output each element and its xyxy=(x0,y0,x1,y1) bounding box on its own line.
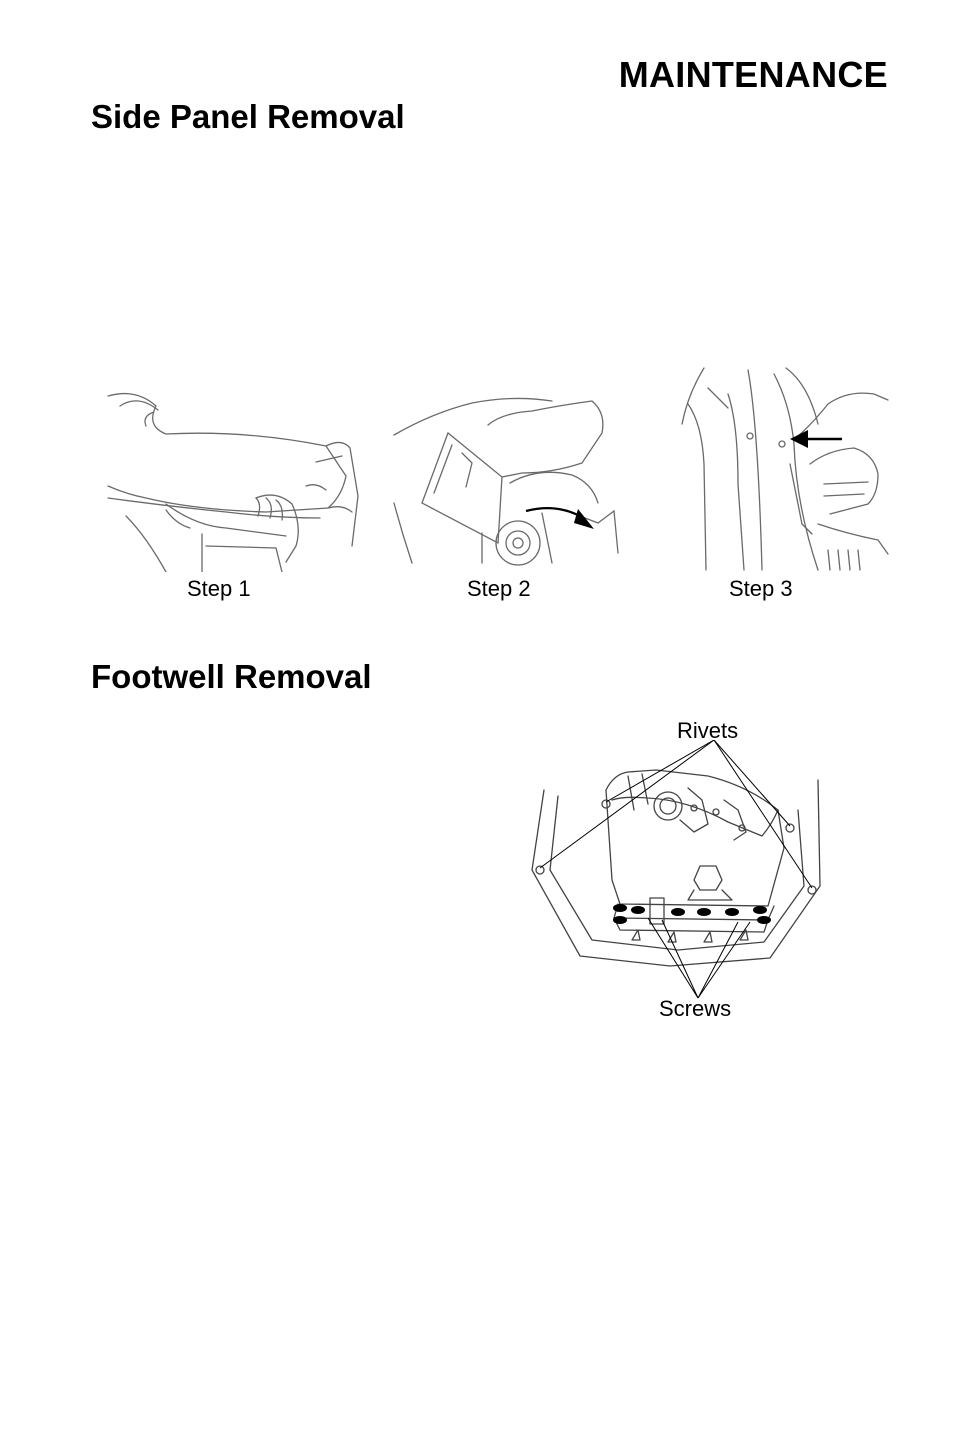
screws-callout: Screws xyxy=(659,996,732,1021)
push-arrow-icon xyxy=(788,427,844,451)
step-1-illustration xyxy=(106,386,360,572)
section-title-side-panel: Side Panel Removal xyxy=(91,98,405,135)
section-title-footwell: Footwell Removal xyxy=(91,658,372,695)
step-3-label: Step 3 xyxy=(729,576,793,601)
rivets-callout: Rivets xyxy=(677,718,739,743)
rotate-arrow-icon xyxy=(522,501,596,531)
footwell-illustration xyxy=(528,740,828,1002)
step-2-label: Step 2 xyxy=(467,576,531,601)
step-3-illustration xyxy=(678,364,890,574)
step-2-illustration xyxy=(392,393,620,573)
page-header: MAINTENANCE xyxy=(618,54,888,95)
step-1-label: Step 1 xyxy=(187,576,251,601)
